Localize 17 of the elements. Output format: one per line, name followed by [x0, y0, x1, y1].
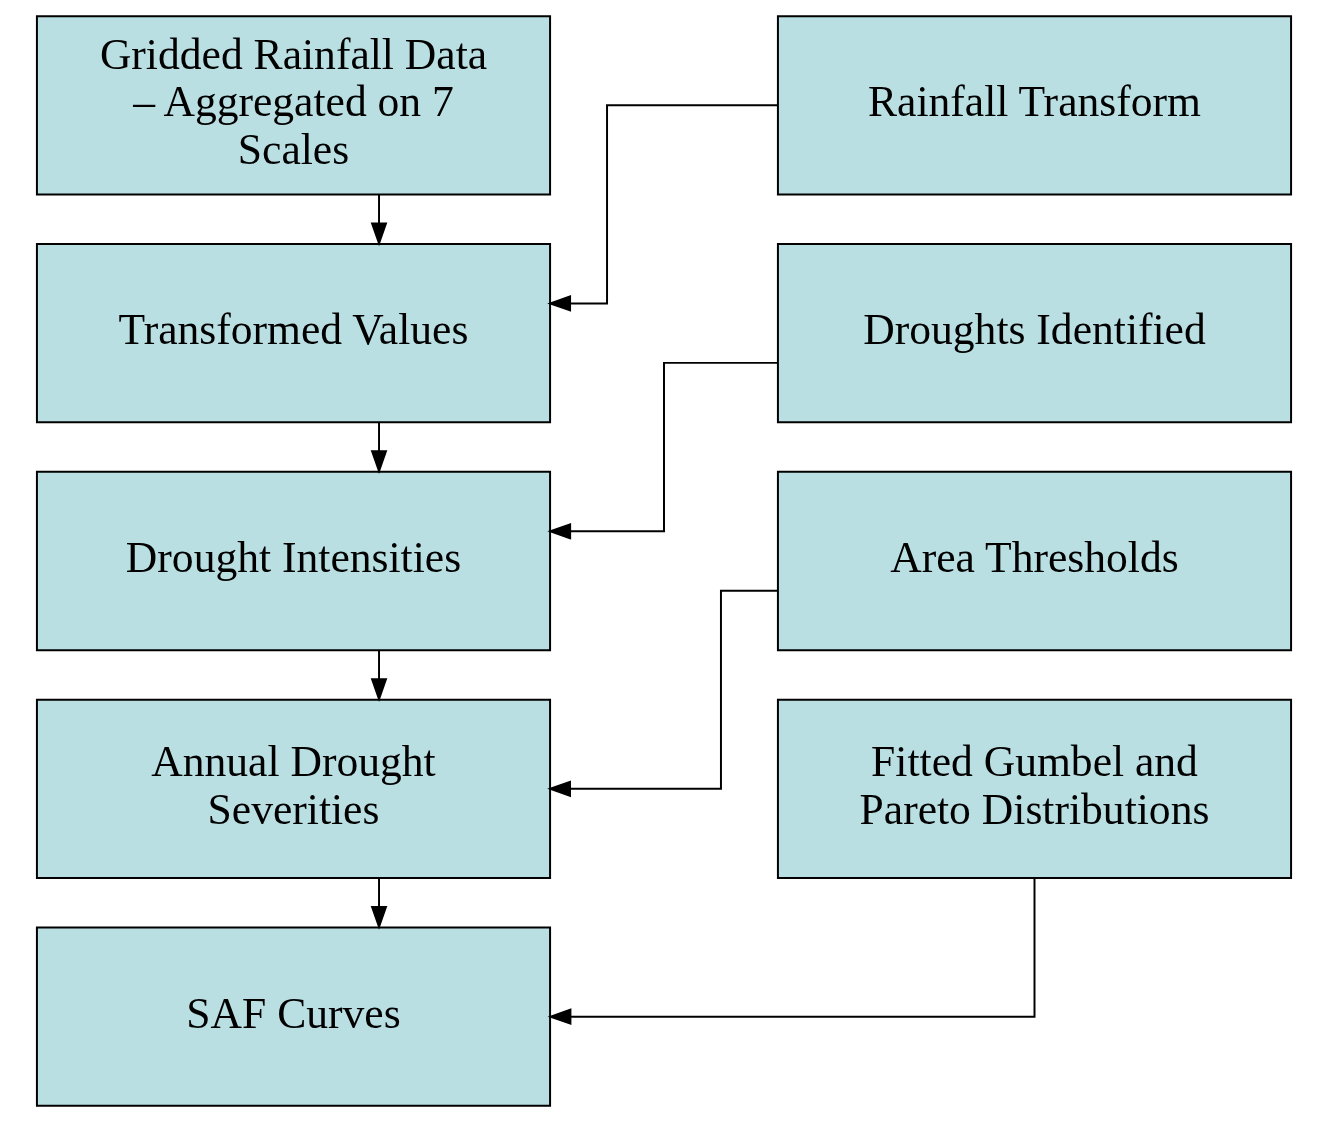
node-box: SAF Curves — [35, 926, 551, 1107]
arrow — [370, 193, 387, 247]
arrow — [370, 649, 387, 702]
arrow — [370, 421, 387, 475]
arrow — [546, 104, 779, 312]
node-box: Area Thresholds — [776, 470, 1292, 652]
node-box: Gridded Rainfall Data – Aggregated on 7 Scales — [35, 15, 551, 196]
arrow — [546, 361, 779, 540]
node-box: Drought Intensities — [35, 470, 551, 652]
arrow — [546, 589, 779, 798]
node-box: Annual Drought Severities — [35, 698, 551, 879]
node-box: Transformed Values — [35, 243, 551, 424]
node-box: Fitted Gumbel and Pareto Distributions — [776, 698, 1292, 879]
node-box: Rainfall Transform — [776, 15, 1292, 196]
arrow — [547, 877, 1035, 1026]
arrow — [370, 877, 387, 930]
node-box: Droughts Identified — [776, 243, 1292, 424]
